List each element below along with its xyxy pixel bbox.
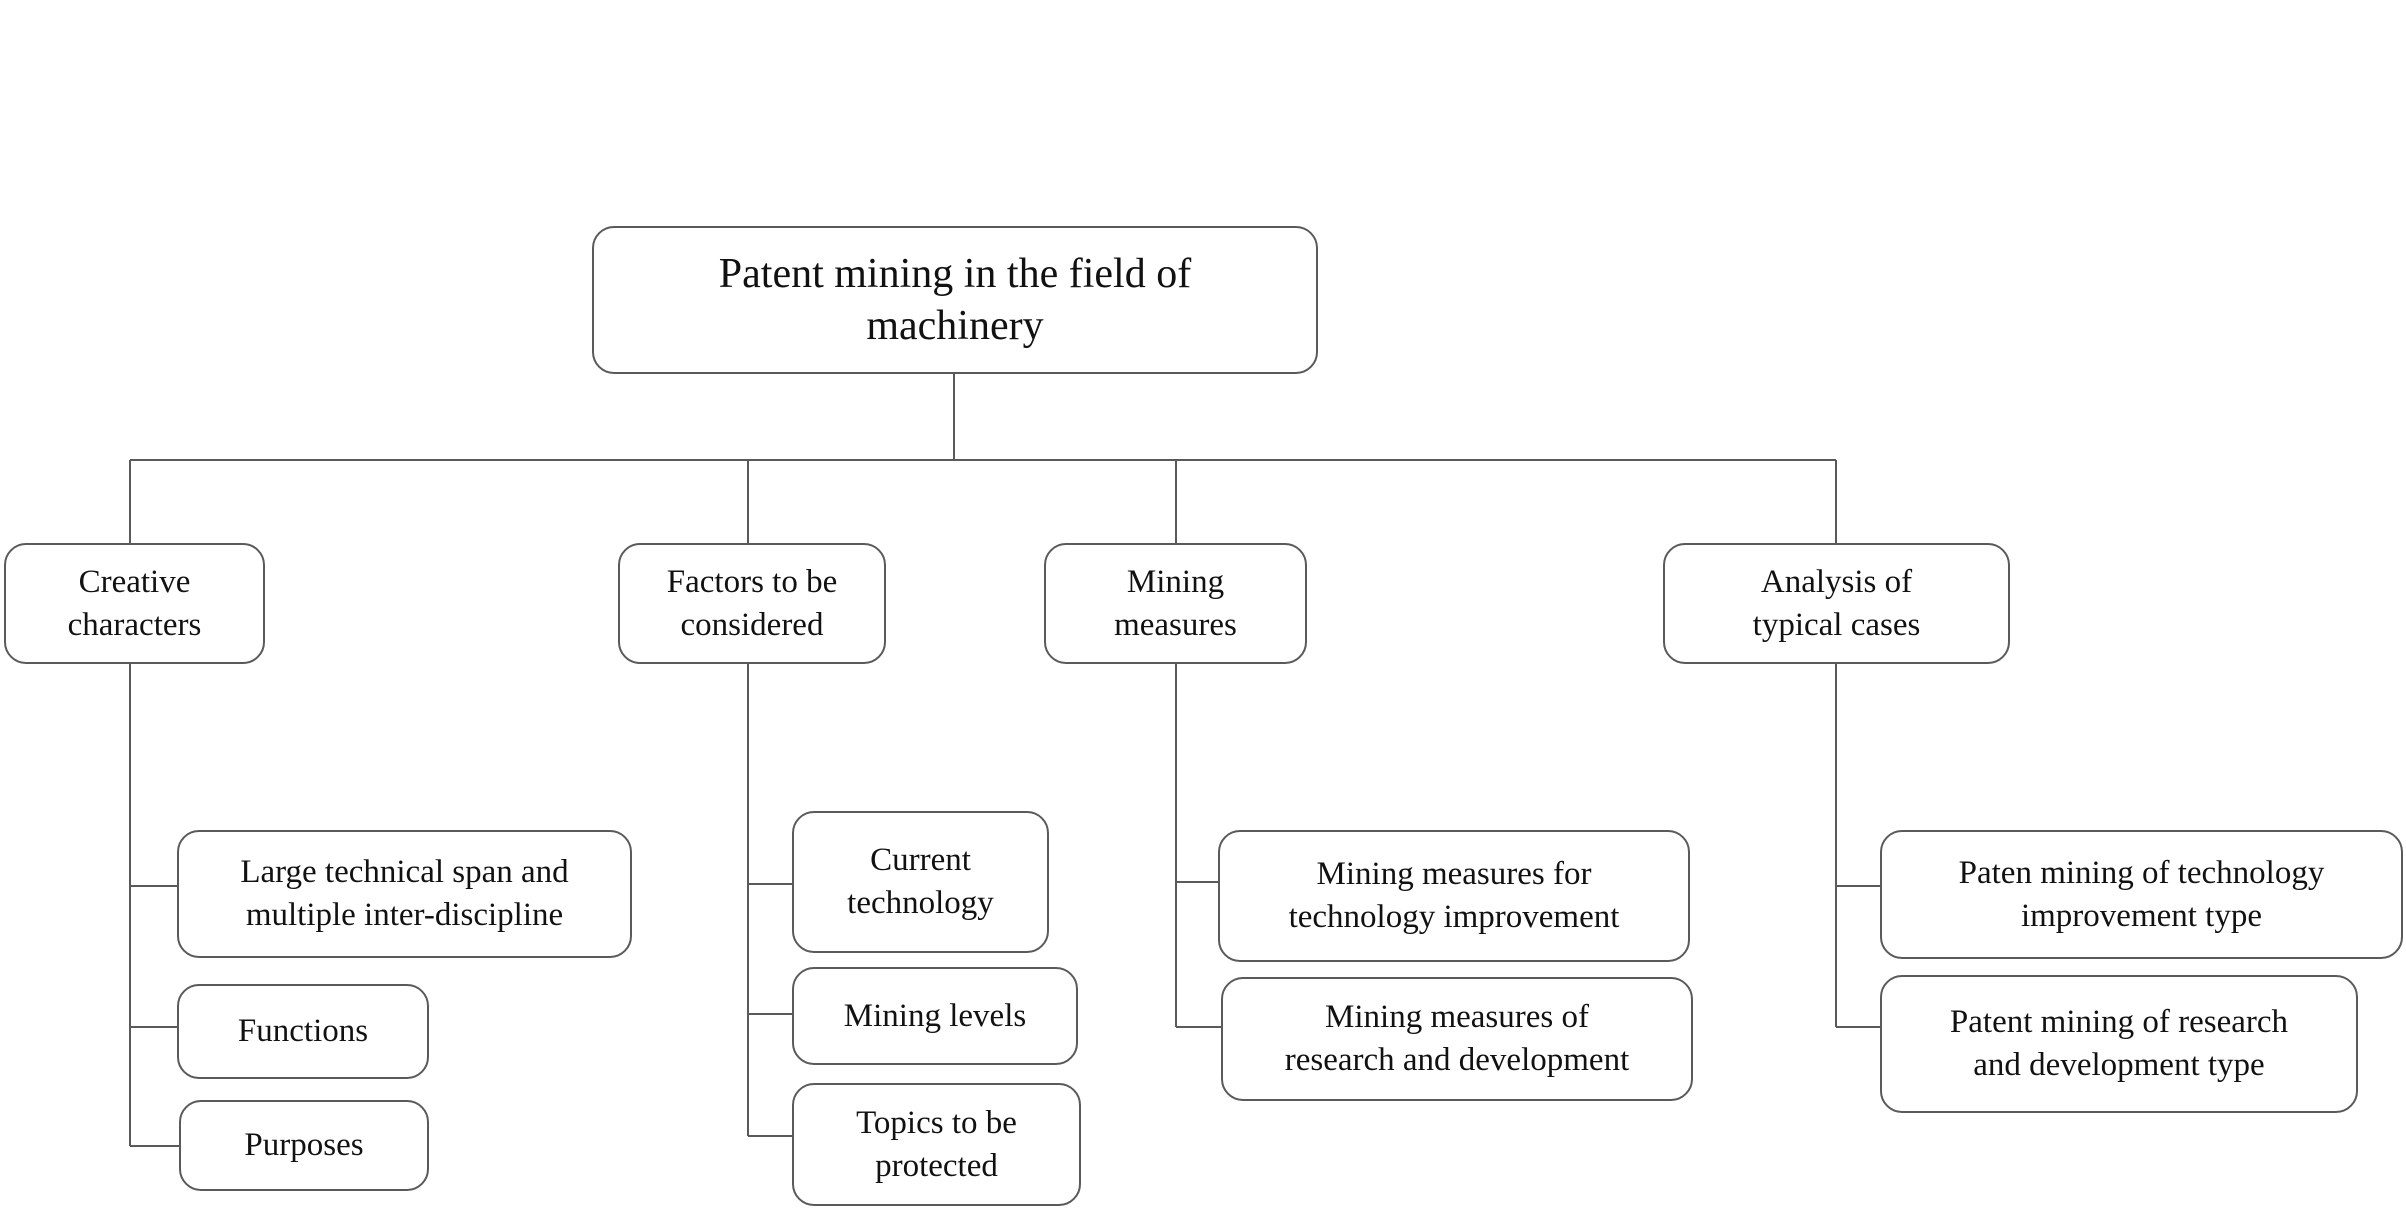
child-mining-levels: Mining levels bbox=[792, 967, 1078, 1065]
child-mining-research-development-type: Patent mining of research and developmen… bbox=[1880, 975, 2358, 1113]
child-label: Topics to be protected bbox=[856, 1104, 1017, 1184]
child-measures-research-development: Mining measures of research and developm… bbox=[1221, 977, 1693, 1101]
category-label: Mining measures bbox=[1114, 563, 1237, 643]
child-label: Mining levels bbox=[843, 997, 1027, 1034]
category-label: Factors to be considered bbox=[666, 563, 838, 643]
category-label: Creative characters bbox=[67, 563, 202, 643]
category-creative-characters: Creative characters bbox=[4, 543, 265, 664]
child-label: Paten mining of technology improvement t… bbox=[1958, 854, 2325, 934]
child-mining-technology-improvement-type: Paten mining of technology improvement t… bbox=[1880, 830, 2403, 959]
category-factors-to-be-considered: Factors to be considered bbox=[618, 543, 886, 664]
root-node-label: Patent mining in the field of machinery bbox=[718, 250, 1192, 350]
child-label: Patent mining of research and developmen… bbox=[1949, 1004, 2289, 1083]
child-measures-technology-improvement: Mining measures for technology improveme… bbox=[1218, 830, 1690, 962]
category-analysis-of-typical-cases: Analysis of typical cases bbox=[1663, 543, 2010, 664]
child-label: Functions bbox=[237, 1013, 369, 1050]
child-label: Purposes bbox=[244, 1127, 364, 1164]
child-label: Large technical span and multiple inter-… bbox=[240, 854, 569, 933]
category-mining-measures: Mining measures bbox=[1044, 543, 1307, 664]
child-topics-to-be-protected: Topics to be protected bbox=[792, 1083, 1081, 1206]
child-label: Mining measures for technology improveme… bbox=[1288, 856, 1620, 935]
child-label: Mining measures of research and developm… bbox=[1284, 999, 1630, 1078]
root-node: Patent mining in the field of machinery bbox=[592, 226, 1318, 374]
child-label: Current technology bbox=[847, 842, 994, 921]
child-current-technology: Current technology bbox=[792, 811, 1049, 953]
child-large-technical-span: Large technical span and multiple inter-… bbox=[177, 830, 632, 958]
child-functions: Functions bbox=[177, 984, 429, 1079]
child-purposes: Purposes bbox=[179, 1100, 429, 1191]
category-label: Analysis of typical cases bbox=[1752, 563, 1921, 643]
